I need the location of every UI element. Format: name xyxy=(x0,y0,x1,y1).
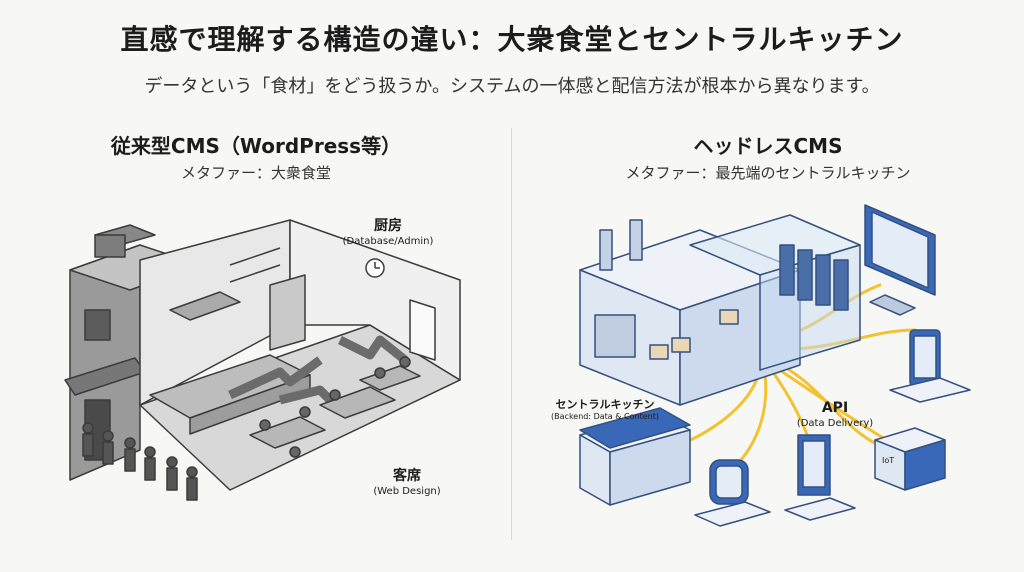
server-rack xyxy=(815,254,831,306)
data-box xyxy=(649,344,669,360)
column-divider xyxy=(511,128,512,540)
fridge xyxy=(269,274,306,351)
dining-table xyxy=(359,365,421,391)
right-metaphor: メタファー：最先端のセントラルキッチン xyxy=(625,164,911,182)
dining-table xyxy=(249,416,326,449)
api-label-sub: (Data Delivery) xyxy=(796,417,874,429)
retail-store xyxy=(579,407,691,506)
server-rack xyxy=(779,244,795,296)
seating-label: 客席 (Web Design) xyxy=(352,468,462,498)
diner xyxy=(329,389,341,401)
kitchen-label-main: 厨房 xyxy=(374,218,402,234)
diner xyxy=(399,356,411,368)
flow-arrow-1 xyxy=(228,356,323,400)
smartphone xyxy=(889,329,971,403)
central-kitchen-label: セントラルキッチン (Backend: Data & Content) xyxy=(520,398,690,422)
central-kitchen-label-main: セントラルキッチン xyxy=(555,398,655,411)
diner xyxy=(289,446,301,458)
left-metaphor: メタファー：大衆食堂 xyxy=(180,164,331,182)
dining-table xyxy=(319,386,396,419)
iot-device xyxy=(874,427,946,491)
server-rack xyxy=(833,259,849,311)
central-kitchen-illustration: IoT xyxy=(579,204,971,527)
api-label: API (Data Delivery) xyxy=(780,400,890,430)
data-box xyxy=(671,337,691,353)
chimney xyxy=(629,219,643,261)
diner xyxy=(259,419,271,431)
desktop-monitor xyxy=(864,204,936,316)
range-hood xyxy=(169,291,241,321)
right-heading: ヘッドレスCMS xyxy=(693,134,843,158)
garage-door xyxy=(594,314,636,358)
seating-label-sub: (Web Design) xyxy=(373,485,441,497)
seating-label-main: 客席 xyxy=(393,468,421,484)
iot-text: IoT xyxy=(882,456,894,465)
server-rack xyxy=(797,249,813,301)
building-window xyxy=(84,309,111,341)
page-title: 直感で理解する構造の違い：大衆食堂とセントラルキッチン xyxy=(120,23,904,56)
diner xyxy=(374,367,386,379)
kitchen-label: 厨房 (Database/Admin) xyxy=(318,218,458,248)
digital-signage xyxy=(784,434,856,521)
chimney xyxy=(599,229,613,271)
flow-arrow-2 xyxy=(337,335,408,364)
store-awning xyxy=(579,407,691,449)
diner-illustration xyxy=(64,219,461,501)
page-subtitle: データという「食材」をどう扱うか。システムの一体感と配信方法が根本から異なります… xyxy=(144,76,880,97)
smartwatch xyxy=(694,459,771,527)
menu-board xyxy=(409,299,436,361)
staff-queue xyxy=(82,422,198,501)
left-heading: 従来型CMS（WordPress等） xyxy=(110,134,402,158)
api-label-main: API xyxy=(821,400,849,416)
central-kitchen-label-sub: (Backend: Data & Content) xyxy=(551,411,659,421)
diner xyxy=(299,406,311,418)
data-box xyxy=(719,309,739,325)
kitchen-label-sub: (Database/Admin) xyxy=(342,235,434,247)
